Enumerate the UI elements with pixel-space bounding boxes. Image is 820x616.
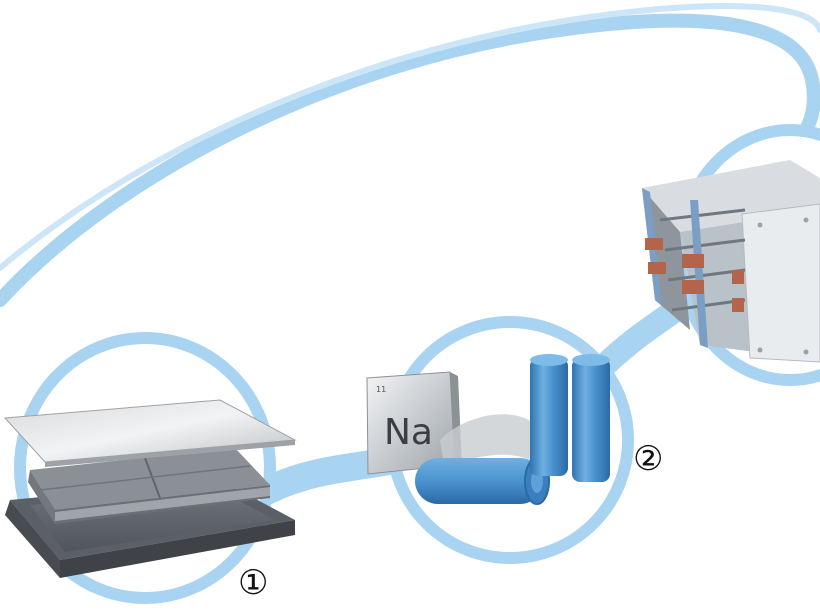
busbar-1 bbox=[645, 238, 663, 250]
step-1-label: ① bbox=[238, 563, 269, 603]
lifecycle-loop-outer-inner bbox=[0, 3, 820, 271]
cylindrical-cell-standing-2 bbox=[572, 354, 610, 482]
step-2-label: ② bbox=[633, 439, 664, 479]
busbar-5 bbox=[732, 270, 744, 284]
cylindrical-cell-lying bbox=[415, 457, 550, 505]
pack-modules-top bbox=[30, 448, 270, 510]
busbar-4 bbox=[682, 280, 704, 294]
busbar-6 bbox=[732, 298, 744, 312]
element-symbol: Na bbox=[384, 412, 433, 453]
battery-module bbox=[642, 160, 820, 363]
electrode-sheet bbox=[440, 414, 535, 470]
cylindrical-cell-standing-1 bbox=[530, 354, 568, 476]
lifecycle-loop-outer bbox=[0, 13, 820, 307]
battery-pack-exploded bbox=[3, 399, 297, 578]
busbar-2 bbox=[648, 262, 666, 274]
busbar-3 bbox=[682, 254, 704, 268]
element-number: 11 bbox=[376, 385, 386, 394]
